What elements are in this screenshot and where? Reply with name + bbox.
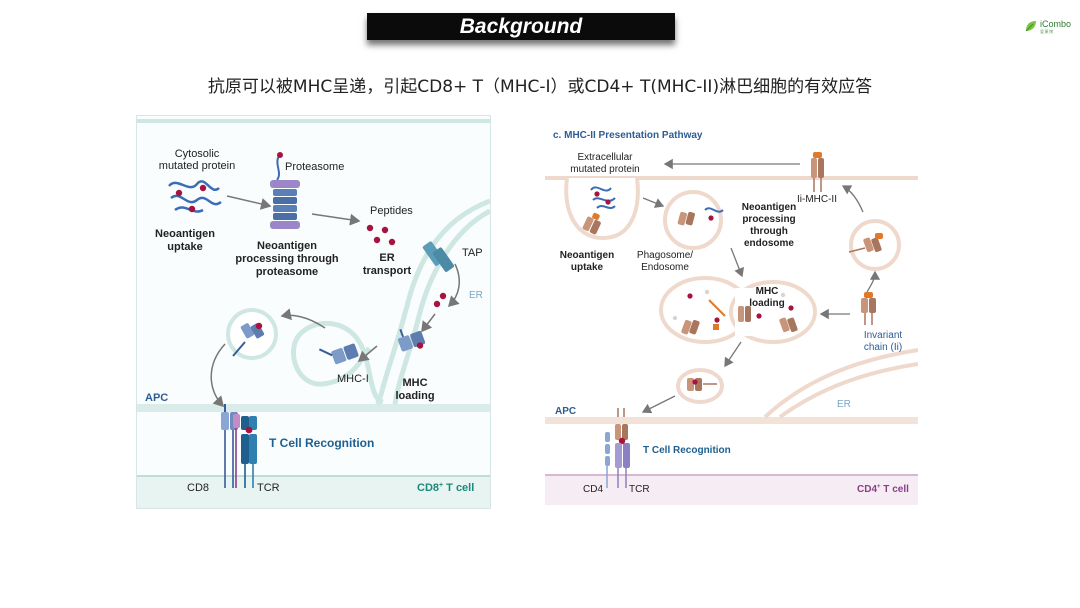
mhc1-loaded-complex	[397, 328, 426, 352]
er-membrane	[375, 198, 490, 406]
processing-label-right-2: processing	[742, 214, 795, 225]
proteasome-icon	[270, 152, 300, 229]
logo: iCombo 爱康博	[1024, 19, 1071, 35]
mhc-loading-label-1: MHC	[402, 377, 427, 389]
arrow-er-to-vesicle	[866, 270, 881, 293]
mhc-loading-compartment	[659, 276, 817, 344]
arrow-loading-mhc1	[357, 345, 378, 362]
mhc1-empty-complex	[318, 343, 359, 365]
apc-tcell-membrane	[137, 404, 490, 412]
apc-label: APC	[145, 392, 168, 404]
er-transport-label-1: ER	[379, 252, 394, 264]
mhc2-panel-title: c. MHC-II Presentation Pathway	[553, 130, 703, 141]
arrow-to-proteasome	[226, 195, 272, 210]
logo-text: iCombo	[1040, 19, 1072, 29]
ii-mhc2-label: Ii-MHC-II	[797, 194, 837, 205]
arrow-to-surface-right	[641, 395, 676, 414]
er-peptide-2	[439, 292, 447, 300]
mhc1-tcr-cd8-complex	[221, 404, 257, 488]
uptake-label-right-2: uptake	[571, 262, 604, 273]
er-transport-label-2: transport	[363, 265, 412, 277]
mhc-loading-right-1: MHC	[756, 286, 779, 297]
tap-label: TAP	[462, 247, 483, 259]
tcr-label-right: TCR	[629, 484, 650, 495]
mhc-loading-right-2: loading	[749, 298, 785, 309]
mhc-loading-label-2: loading	[395, 390, 434, 402]
er-label-right: ER	[837, 399, 851, 410]
cytosolic-label-2: mutated protein	[159, 160, 235, 172]
tcr-label: TCR	[257, 482, 280, 494]
apc-tcell-membrane-right	[545, 417, 918, 424]
er-membrane-loop	[290, 320, 385, 405]
arrow-to-vesicle	[280, 308, 326, 329]
er-membrane-right	[763, 348, 918, 419]
cd8-label: CD8	[187, 482, 209, 494]
arrow-to-exit-vesicle	[724, 341, 742, 368]
cd8-tcell-label: CD8+ T cell	[417, 482, 474, 494]
peptides-icon	[366, 224, 396, 246]
er-peptide-1	[433, 300, 441, 308]
processing-label-2: processing through	[235, 253, 339, 265]
title-bar: Background	[367, 13, 675, 40]
slide-subtitle: 抗原可以被MHC呈递，引起CD8+ T（MHC-I）或CD4+ T(MHC-II…	[207, 77, 873, 97]
uptake-label-right-1: Neoantigen	[560, 250, 614, 261]
mhc2-pathway-panel: c. MHC-II Presentation Pathway ER Extrac…	[545, 120, 918, 505]
ii-mhc2-surface-complex	[811, 152, 824, 192]
invariant-label-1: Invariant	[864, 330, 903, 341]
mhc2-tcr-cd4-complex	[605, 408, 630, 488]
uptake-label-1: Neoantigen	[155, 228, 215, 240]
arrow-to-loading-compartment	[730, 247, 744, 278]
processing-label-right-3: through	[750, 226, 788, 237]
tcell-recognition-label: T Cell Recognition	[269, 436, 374, 450]
extracellular-label-1: Extracellular	[577, 152, 633, 163]
mhc1-pathway-panel: Cytosolic mutated protein Neoantigen upt…	[136, 115, 491, 509]
tap-transporter-icon	[422, 241, 455, 272]
peptides-label: Peptides	[370, 205, 413, 217]
exit-vesicle	[676, 368, 724, 404]
transport-vesicle	[226, 308, 278, 360]
apc-label-right: APC	[555, 406, 576, 417]
er-label: ER	[469, 290, 483, 301]
mutated-protein-icon	[168, 180, 222, 213]
ii-vesicle-upper	[848, 219, 901, 271]
processing-label-right-1: Neoantigen	[742, 202, 796, 213]
processing-label-right-4: endosome	[744, 238, 794, 249]
mhc1-label: MHC-I	[337, 373, 369, 385]
tcell-recognition-right: T Cell Recognition	[643, 445, 731, 456]
logo-subtext: 爱康博	[1040, 29, 1054, 34]
phagosome-label-1: Phagosome/	[637, 250, 693, 261]
arrow-to-peptides	[311, 213, 361, 226]
slide-title: Background	[459, 14, 583, 38]
arrow-to-surface	[210, 343, 226, 408]
uptake-pocket	[564, 177, 640, 241]
phagosome-label-2: Endosome	[641, 262, 689, 273]
arrow-vesicle-to-surface	[841, 185, 864, 213]
cd4-tcell-label: CD4+ T cell	[857, 484, 909, 495]
cd4-label: CD4	[583, 484, 603, 495]
arrow-to-phagosome	[642, 197, 665, 208]
uptake-label-2: uptake	[167, 241, 202, 253]
extracellular-label-2: mutated protein	[570, 164, 640, 175]
processing-label-1: Neoantigen	[257, 240, 317, 252]
extracellular-protein-icon	[590, 186, 616, 209]
tcell-bottom-band	[137, 476, 490, 508]
arrow-tap-er	[447, 263, 461, 308]
uptake-receptor-icon	[582, 212, 601, 235]
invariant-label-2: chain (Ii)	[864, 342, 902, 353]
leaf-logo-icon	[1025, 21, 1036, 32]
arrow-to-loading	[421, 313, 436, 333]
invariant-chain-complex	[861, 292, 876, 325]
processing-label-3: proteasome	[256, 266, 318, 278]
cytosolic-label-1: Cytosolic	[175, 148, 220, 160]
phagosome-icon	[663, 190, 724, 250]
proteasome-label: Proteasome	[285, 161, 344, 173]
